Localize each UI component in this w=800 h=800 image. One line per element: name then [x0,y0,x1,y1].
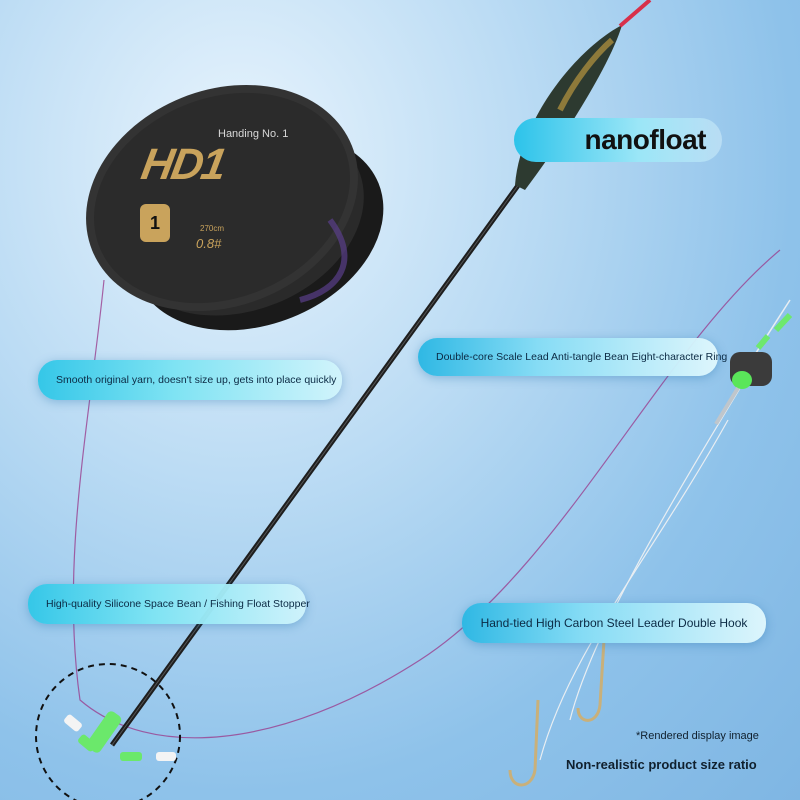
spool-size: 0.8# [196,236,222,251]
brand-badge: nanofloat [514,118,722,162]
stopper-highlight-circle [35,663,181,800]
callout-stopper-text: High-quality Silicone Space Bean / Fishi… [46,598,310,610]
fishing-line [72,249,781,739]
callout-leader: Hand-tied High Carbon Steel Leader Doubl… [462,603,766,643]
silicone-stopper [64,711,176,761]
callout-yarn-text: Smooth original yarn, doesn't size up, g… [56,374,337,386]
callout-leader-text: Hand-tied High Carbon Steel Leader Doubl… [480,616,748,630]
ratio-note: Non-realistic product size ratio [566,757,757,772]
leader-line-2 [539,419,729,761]
lead-weight [714,312,793,426]
spool-brand-logo: HD1 [137,140,229,189]
rendered-note: *Rendered display image [636,730,759,742]
spool-label: Handing No. 1 [218,128,289,140]
line-spool [86,84,384,331]
spool-length: 270cm [200,224,225,233]
callout-lead-text: Double-core Scale Lead Anti-tangle Bean … [436,351,728,363]
leader-line [569,379,746,721]
callout-lead: Double-core Scale Lead Anti-tangle Bean … [418,338,727,376]
brand-name: nanofloat [584,124,707,155]
spool-badge: 1 [140,204,170,242]
callout-yarn: Smooth original yarn, doesn't size up, g… [38,360,342,400]
callout-stopper: High-quality Silicone Space Bean / Fishi… [28,584,310,624]
hooks [508,639,606,787]
